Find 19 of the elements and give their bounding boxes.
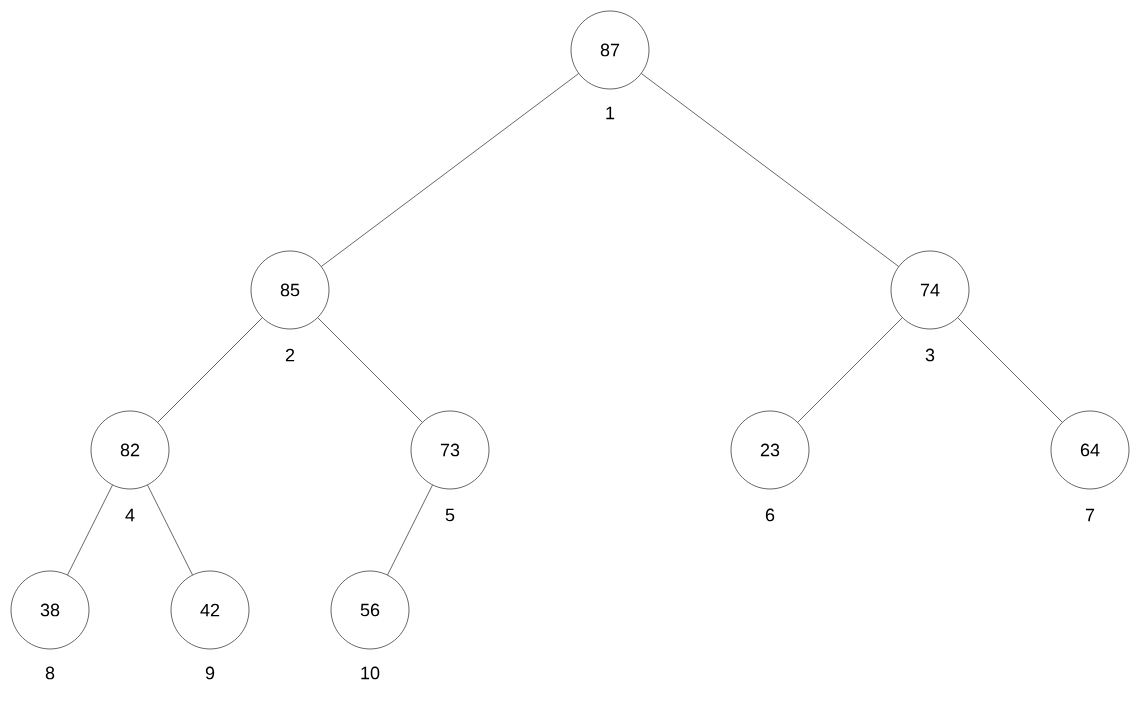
- tree-edge: [641, 73, 899, 267]
- index-label: 10: [361, 666, 380, 680]
- index-label: 6: [765, 508, 775, 522]
- tree-edge: [321, 73, 579, 267]
- tree-edge: [797, 317, 903, 423]
- index-label: 7: [1085, 508, 1095, 522]
- tree-edge: [157, 317, 263, 423]
- index-label: 5: [445, 508, 455, 522]
- index-label: 4: [125, 508, 135, 522]
- tree-edge: [317, 317, 423, 423]
- tree-edge: [147, 484, 193, 576]
- index-label: 8: [45, 666, 55, 680]
- index-label: 9: [205, 666, 215, 680]
- tree-edge: [387, 484, 433, 576]
- tree-edge: [957, 317, 1063, 423]
- index-label: 3: [925, 348, 935, 362]
- index-label: 2: [285, 348, 295, 362]
- tree-edge: [67, 484, 113, 576]
- index-label: 1: [606, 106, 615, 120]
